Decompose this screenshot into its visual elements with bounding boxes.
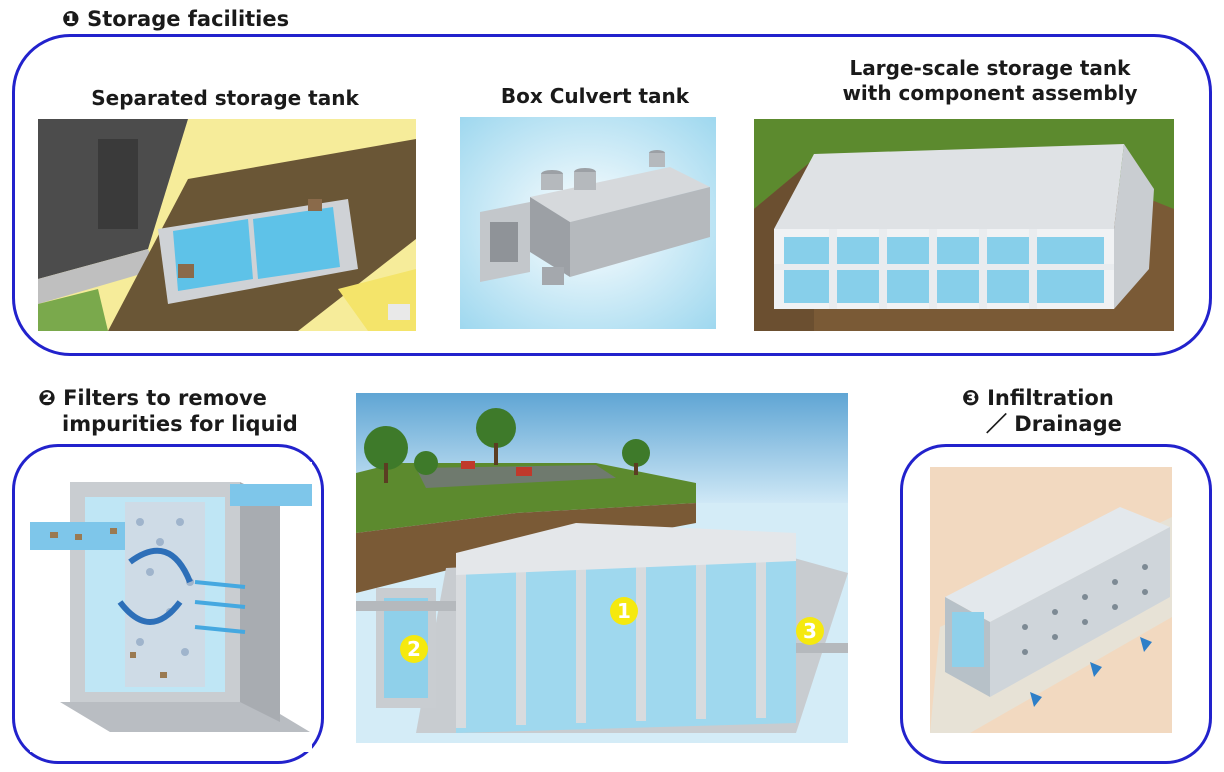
marker-3-label: 3: [803, 619, 817, 643]
storage-facilities-frame: [12, 34, 1212, 356]
infiltration-heading: ❸ Infiltration ／ Drainage: [962, 385, 1122, 437]
large-scale-tank-image: [754, 119, 1174, 331]
infiltration-heading-line1: ❸ Infiltration: [962, 386, 1114, 410]
filter-image: [30, 462, 312, 752]
separated-tank-image: [38, 119, 416, 331]
infiltration-heading-line2: ／ Drainage: [986, 412, 1122, 436]
large-scale-caption: Large-scale storage tank with component …: [790, 56, 1190, 106]
central-tank-image: 1 2 3: [356, 393, 848, 743]
marker-1: 1: [610, 597, 638, 625]
infiltration-image: [930, 467, 1172, 733]
marker-2: 2: [400, 635, 428, 663]
filters-frame: [12, 444, 324, 764]
infiltration-svg: [930, 467, 1172, 733]
marker-3: 3: [796, 617, 824, 645]
large-scale-caption-line2: with component assembly: [842, 81, 1138, 105]
filters-heading-line1: ❷ Filters to remove: [38, 386, 267, 410]
marker-1-label: 1: [617, 599, 631, 623]
storage-facilities-heading: ❶ Storage facilities: [62, 7, 290, 31]
central-tank-svg: 1 2 3: [356, 393, 848, 743]
box-culvert-image: [460, 117, 716, 329]
large-scale-tank-svg: [754, 119, 1174, 331]
box-culvert-svg: [460, 117, 716, 329]
large-scale-caption-line1: Large-scale storage tank: [849, 56, 1131, 80]
filters-heading: ❷ Filters to remove impurities for liqui…: [38, 385, 298, 437]
box-culvert-caption: Box Culvert tank: [500, 84, 690, 108]
separated-tank-caption: Separated storage tank: [91, 86, 359, 110]
marker-2-label: 2: [407, 637, 421, 661]
filters-heading-line2: impurities for liquid: [62, 412, 298, 436]
filter-svg: [30, 462, 312, 752]
infiltration-frame: [900, 444, 1212, 764]
separated-tank-svg: [38, 119, 416, 331]
